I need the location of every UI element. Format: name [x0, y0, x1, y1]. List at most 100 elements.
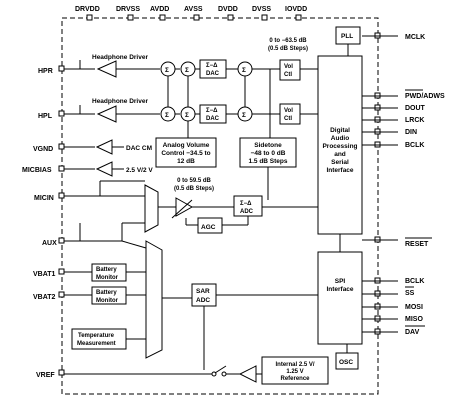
pin-dvss: DVSS: [252, 6, 271, 13]
pin-avss: AVSS: [184, 6, 203, 13]
svg-text:Ctl: Ctl: [284, 116, 292, 122]
svg-text:Σ: Σ: [185, 67, 189, 74]
input-mux: [144, 184, 159, 233]
svg-text:Battery: Battery: [96, 290, 117, 296]
svg-text:Σ−Δ: Σ−Δ: [206, 108, 218, 114]
pin-hpr: HPR: [38, 68, 53, 75]
svg-text:1.5 dB Steps: 1.5 dB Steps: [248, 158, 287, 165]
svg-text:Σ−Δ: Σ−Δ: [206, 63, 218, 69]
pin-avdd: AVDD: [150, 6, 169, 13]
svg-text:Σ: Σ: [185, 112, 189, 119]
svg-text:DAC: DAC: [206, 116, 220, 122]
pin-mosi: MOSI: [405, 304, 423, 311]
sidetone-block: [239, 137, 297, 168]
svg-text:Σ: Σ: [165, 112, 169, 119]
internal-reference: [261, 356, 329, 385]
pin-miso: MISO: [405, 316, 423, 323]
svg-text:Control −34.5 to: Control −34.5 to: [161, 150, 210, 157]
pin-mclk: MCLK: [405, 34, 425, 41]
svg-text:Ctl: Ctl: [284, 72, 292, 78]
vol-range-label: 0 to −63.5 dB (0.5 dB Steps): [268, 38, 308, 52]
pin-din: DIN: [405, 129, 417, 136]
left-pins: HPR HPL VGND MICBIAS MICIN AUX VBAT1 VBA…: [22, 65, 65, 379]
pin-dvdd: DVDD: [218, 6, 238, 13]
dap-label: Digital Audio Processing and Serial Inte…: [322, 127, 357, 174]
svg-text:SAR: SAR: [196, 288, 210, 295]
svg-text:−48 to 0 dB: −48 to 0 dB: [251, 150, 286, 157]
pin-lrck: LRCK: [405, 117, 424, 124]
pin-aux: AUX: [42, 240, 57, 247]
hp-driver-l-label: Headphone Driver: [92, 98, 148, 105]
agc-label: AGC: [201, 224, 216, 231]
digital-audio-processing-block: [317, 55, 363, 235]
pin-drvss: DRVSS: [116, 6, 140, 13]
svg-text:Σ: Σ: [242, 112, 246, 119]
svg-text:0 to 59.5 dB: 0 to 59.5 dB: [177, 178, 211, 184]
ref-buffer: [238, 365, 257, 383]
svg-text:(0.5 dB Steps): (0.5 dB Steps): [174, 186, 214, 192]
hp-driver-r-amp: [96, 60, 117, 78]
pin-pwd: PWD/ADWS: [405, 93, 445, 100]
pin-bclk: BCLK: [405, 142, 424, 149]
svg-text:Σ−Δ: Σ−Δ: [240, 201, 252, 207]
svg-text:Σ: Σ: [242, 67, 246, 74]
vol-ctl-r: [279, 59, 301, 81]
spi-interface: [317, 251, 363, 345]
svg-text:Monitor: Monitor: [96, 298, 119, 304]
svg-text:Processing: Processing: [322, 143, 357, 150]
svg-text:Σ: Σ: [165, 67, 169, 74]
chip-boundary: [61, 17, 379, 395]
svg-text:12 dB: 12 dB: [177, 158, 195, 165]
svg-text:Temperature: Temperature: [78, 333, 115, 339]
vgnd-buffer: [95, 139, 113, 155]
pin-vref: VREF: [36, 372, 55, 379]
pin-vbat1: VBAT1: [33, 271, 56, 278]
svg-text:Analog Volume: Analog Volume: [163, 142, 210, 149]
svg-text:Measurement: Measurement: [77, 341, 116, 347]
svg-text:1.25 V: 1.25 V: [286, 369, 303, 375]
svg-text:Serial: Serial: [331, 159, 349, 166]
svg-text:DAC: DAC: [206, 71, 220, 77]
right-pins: MCLK PWD/ADWS DOUT LRCK DIN BCLK RESET B…: [362, 32, 445, 336]
pin-drvdd: DRVDD: [75, 6, 100, 13]
vbias-label: 2.5 V/2 V: [126, 167, 153, 174]
hp-driver-r-label: Headphone Driver: [92, 54, 148, 61]
pin-bclk-spi: BCLK: [405, 278, 424, 285]
svg-text:Reference: Reference: [280, 376, 310, 382]
pin-dout: DOUT: [405, 105, 426, 112]
top-pins: DRVDD DRVSS AVDD AVSS DVDD DVSS IOVDD: [75, 6, 307, 21]
osc-label: OSC: [339, 359, 353, 366]
pin-micbias: MICBIAS: [22, 167, 52, 174]
analog-volume-control-label: Analog Volume Control −34.5 to 12 dB: [161, 142, 210, 165]
svg-text:and: and: [334, 151, 346, 158]
pll-label: PLL: [341, 33, 353, 40]
svg-text:Interface: Interface: [326, 286, 353, 293]
svg-text:0 to −63.5 dB: 0 to −63.5 dB: [269, 38, 307, 44]
sidetone-label: Sidetone −48 to 0 dB 1.5 dB Steps: [248, 142, 287, 165]
svg-text:Battery: Battery: [96, 267, 117, 273]
svg-text:Digital: Digital: [330, 127, 350, 134]
svg-text:Audio: Audio: [331, 135, 349, 142]
pin-hpl: HPL: [38, 113, 53, 120]
analog-volume-control: [155, 137, 217, 168]
svg-text:Sidetone: Sidetone: [254, 142, 282, 149]
svg-text:SPI: SPI: [335, 278, 346, 285]
svg-text:Internal 2.5 V/: Internal 2.5 V/: [275, 362, 314, 368]
hp-driver-l-amp: [96, 105, 117, 123]
sar-adc: [191, 283, 217, 307]
svg-text:ADC: ADC: [240, 209, 254, 215]
pin-micin: MICIN: [34, 195, 54, 202]
pin-reset: RESET: [405, 241, 429, 248]
pin-vbat2: VBAT2: [33, 294, 56, 301]
svg-text:ADC: ADC: [196, 297, 210, 304]
pin-iovdd: IOVDD: [285, 6, 307, 13]
svg-text:(0.5 dB Steps): (0.5 dB Steps): [268, 46, 308, 52]
micbias-buffer: [95, 161, 113, 177]
pin-dav: DAV: [405, 329, 420, 336]
svg-text:Vol: Vol: [284, 108, 293, 114]
aux-mux: [145, 240, 163, 359]
svg-text:Vol: Vol: [284, 64, 293, 70]
pin-vgnd: VGND: [33, 146, 53, 153]
svg-text:Monitor: Monitor: [96, 275, 119, 281]
